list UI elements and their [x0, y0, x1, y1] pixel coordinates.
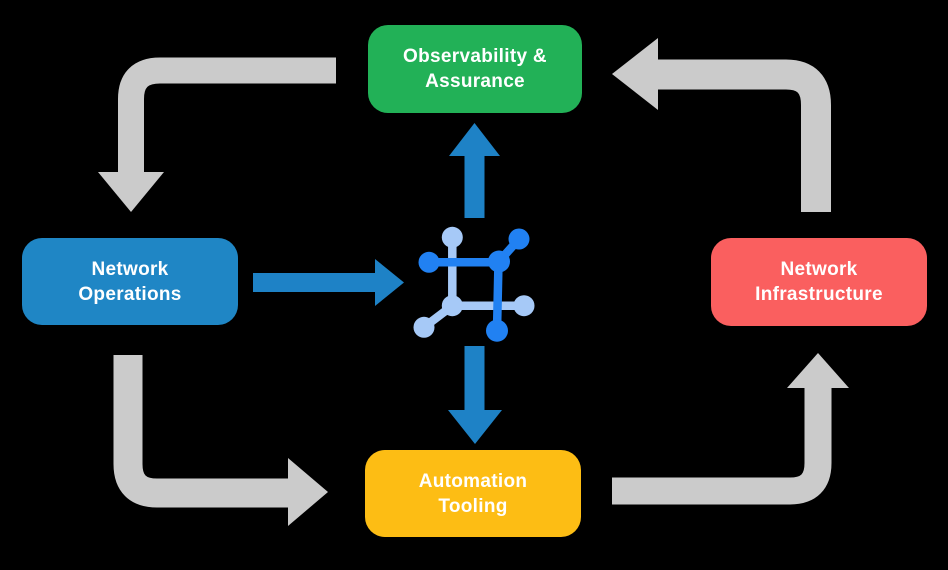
icon-light-nodes [413, 226, 535, 338]
arrow-network-operations-to-center [253, 259, 404, 306]
network-automation-icon [413, 226, 535, 342]
node-label-line: Tooling [438, 495, 508, 517]
node-label-line: Operations [78, 283, 182, 305]
node-observability-assurance: Observability & Assurance [368, 25, 582, 113]
icon-bright-nodes [418, 228, 530, 342]
arrow-network-operations-to-automation-tooling [113, 355, 328, 526]
arrow-center-to-automation-tooling [448, 346, 502, 444]
node-label-line: Assurance [425, 71, 525, 92]
node-automation-tooling: Automation Tooling [365, 450, 581, 537]
node-network-infrastructure: Network Infrastructure [711, 238, 927, 326]
node-label-line: Network [91, 258, 169, 280]
arrow-network-infrastructure-to-observability [612, 38, 831, 212]
node-network-operations: Network Operations [22, 238, 238, 325]
node-label-line: Observability & [403, 46, 547, 67]
node-label-line: Automation [418, 470, 528, 492]
arrow-automation-tooling-to-network-infrastructure [612, 353, 849, 505]
node-label-line: Network [780, 259, 858, 280]
arrow-observability-to-network-operations [98, 57, 336, 212]
node-label-line: Infrastructure [755, 284, 883, 305]
arrow-center-to-observability [449, 123, 500, 218]
